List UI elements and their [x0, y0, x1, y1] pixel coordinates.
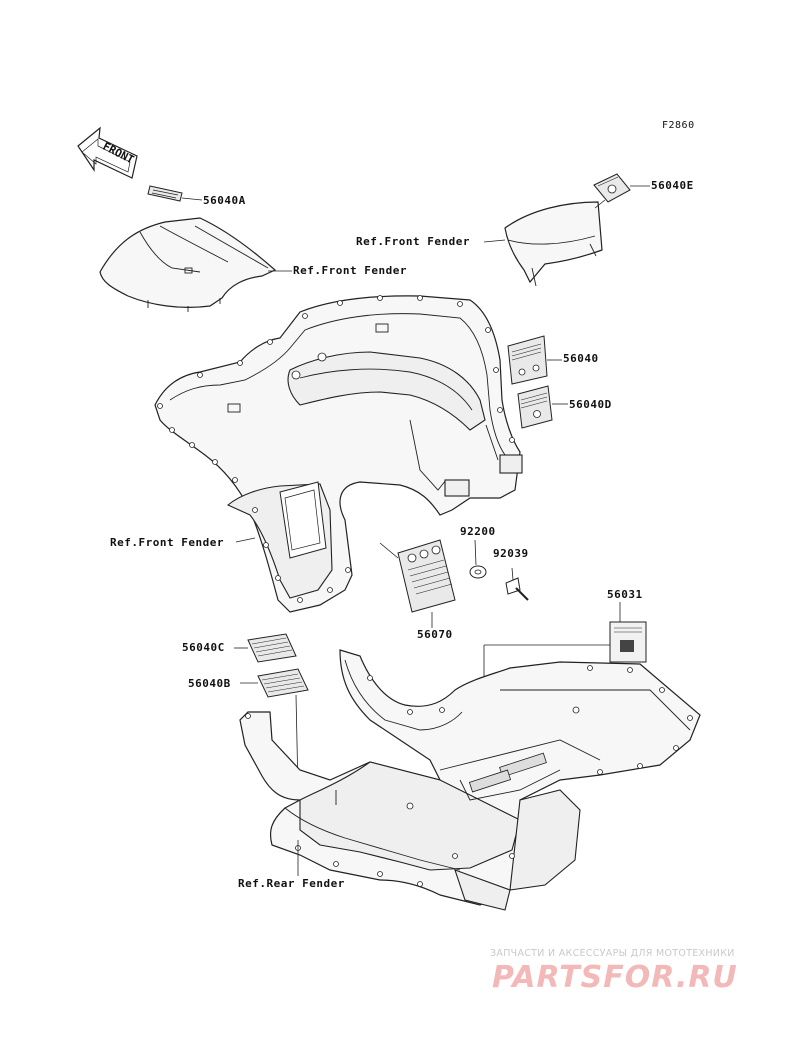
label-56040A: 56040A — [203, 194, 246, 207]
front-arrow-icon: FRONT — [77, 126, 138, 179]
label-56040D: 56040D — [569, 398, 612, 411]
label-92200: 92200 — [460, 525, 496, 538]
decal-56070 — [397, 539, 456, 613]
main-front-fender — [154, 295, 523, 613]
decal-56040C — [247, 633, 297, 663]
figure-code: F2860 — [662, 120, 695, 131]
decal-56040E — [593, 173, 631, 203]
label-56070: 56070 — [417, 628, 453, 641]
label-ref-front-fender-3: Ref.Front Fender — [110, 536, 224, 549]
decal-56031 — [609, 621, 647, 663]
front-fender-right-cover — [504, 201, 603, 287]
label-92039: 92039 — [493, 547, 529, 560]
decal-56040D — [517, 385, 553, 429]
rear-fender — [239, 649, 701, 911]
watermark-tagline: ЗАПЧАСТИ И АКСЕССУАРЫ ДЛЯ МОТОТЕХНИКИ — [490, 948, 735, 959]
label-ref-front-fender-1: Ref.Front Fender — [356, 235, 470, 248]
washer-92200 — [469, 565, 487, 579]
decal-56040A — [147, 185, 183, 202]
label-ref-rear-fender: Ref.Rear Fender — [238, 877, 345, 890]
label-ref-front-fender-2: Ref.Front Fender — [293, 264, 407, 277]
label-56040B: 56040B — [188, 677, 231, 690]
decal-56040 — [507, 335, 548, 385]
label-56040C: 56040C — [182, 641, 225, 654]
watermark-logo: PARTSFOR.RU — [492, 960, 738, 995]
label-56040: 56040 — [563, 352, 599, 365]
label-56031: 56031 — [607, 588, 643, 601]
decal-56040B — [257, 668, 309, 698]
rivet-92039 — [505, 567, 529, 601]
front-fender-cover — [99, 217, 277, 312]
label-56040E: 56040E — [651, 179, 694, 192]
